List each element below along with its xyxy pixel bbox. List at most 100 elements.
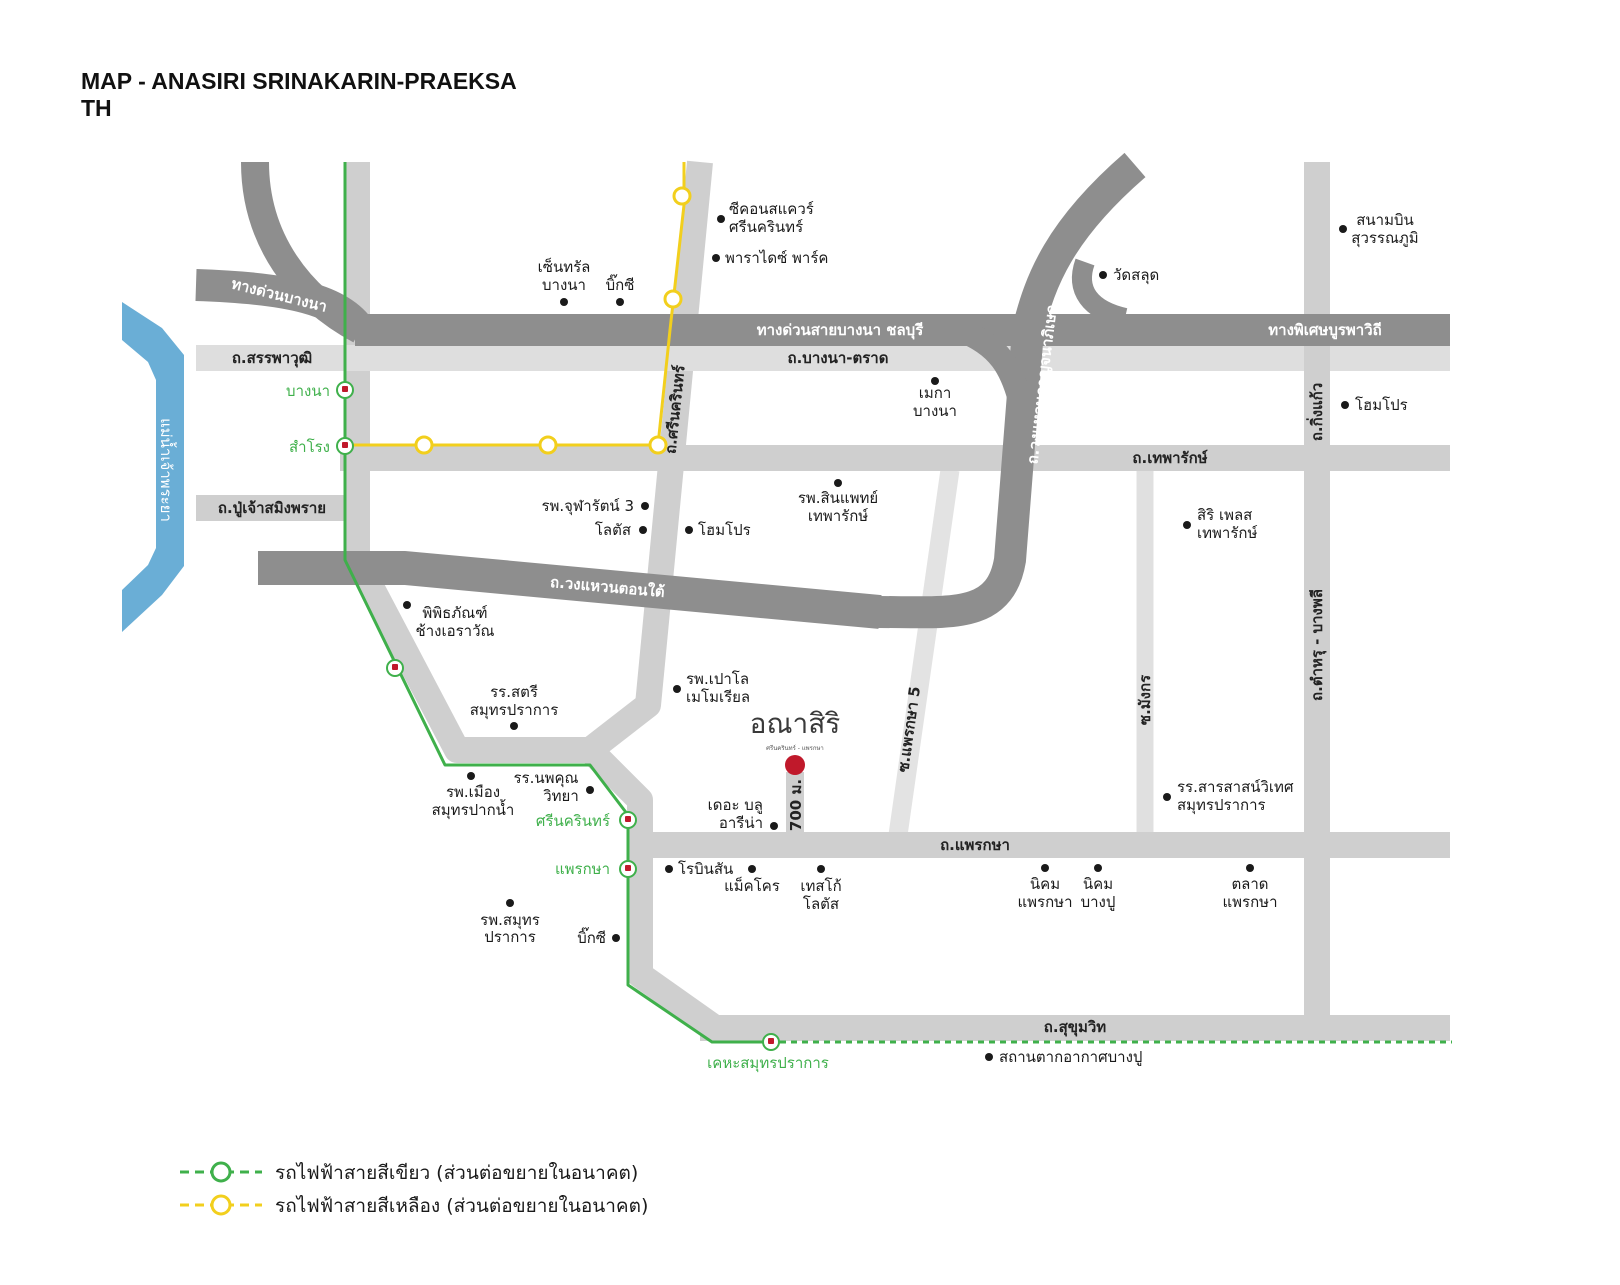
- poi-homepro-1: โฮมโปร: [1355, 396, 1408, 414]
- poi-satri-1: รร.สตรี: [490, 683, 538, 701]
- poi-dot: [616, 298, 624, 306]
- road-ring-south: [258, 551, 882, 629]
- poi-dot: [748, 865, 756, 873]
- train-glyphs: [342, 386, 774, 1044]
- poi-dot: [560, 298, 568, 306]
- poi-dot: [1041, 864, 1049, 872]
- poi-dot: [770, 822, 778, 830]
- poi-wat-salut: วัดสลุด: [1113, 266, 1159, 285]
- road-wat-curve: [1072, 258, 1128, 328]
- yellow-station-marker: [414, 435, 434, 455]
- poi-museum-1: พิพิธภัณฑ์: [422, 604, 487, 622]
- poi-muang-2: สมุทรปากน้ำ: [432, 799, 515, 820]
- poi-central-2: บางนา: [542, 276, 586, 294]
- poi-airport-1: สนามบิน: [1356, 211, 1414, 229]
- poi-noppakhun-2: วิทยา: [543, 787, 579, 805]
- poi-bigc-1: บิ๊กซี: [606, 274, 635, 294]
- poi-dot: [467, 772, 475, 780]
- legend-green-marker: [210, 1161, 232, 1183]
- legend: รถไฟฟ้าสายสีเขียว (ส่วนต่อขยายในอนาคต) ร…: [180, 1161, 648, 1217]
- poi-samut-hosp-2: ปราการ: [484, 928, 536, 946]
- yellow-station-marker: [648, 435, 668, 455]
- legend-yellow-text: รถไฟฟ้าสายสีเหลือง (ส่วนต่อขยายในอนาคต): [275, 1195, 648, 1217]
- poi-market-2: แพรกษา: [1222, 893, 1277, 911]
- poi-nikom1-2: แพรกษา: [1017, 893, 1072, 911]
- poi-sinphaet-1: รพ.สินแพทย์: [798, 489, 878, 507]
- poi-dot: [1183, 521, 1191, 529]
- poi-dot: [506, 899, 514, 907]
- train-glyph: [342, 442, 348, 448]
- poi-museum-2: ช้างเอราวัณ: [416, 622, 495, 640]
- legend-green-text: รถไฟฟ้าสายสีเขียว (ส่วนต่อขยายในอนาคต): [275, 1162, 638, 1184]
- map-title: MAP - ANASIRI SRINAKARIN-PRAEKSA TH: [81, 68, 517, 122]
- legend-yellow-marker: [210, 1194, 232, 1216]
- map-title-line2: TH: [81, 95, 112, 121]
- road-praeksa5: [888, 468, 960, 837]
- station-srinakarin: ศรีนครินทร์: [536, 812, 610, 830]
- poi-robinson: โรบินสัน: [678, 860, 733, 878]
- road-ring-join: [955, 318, 1032, 404]
- yellow-line: [345, 162, 686, 447]
- poi-dot: [817, 865, 825, 873]
- poi-dot: [712, 254, 720, 262]
- project-name: อณาสิริ: [750, 707, 841, 740]
- poi-dot: [985, 1053, 993, 1061]
- poi-nikom2-1: นิคม: [1083, 875, 1113, 893]
- poi-central-1: เซ็นทรัล: [538, 257, 591, 276]
- poi-dot: [834, 479, 842, 487]
- train-glyph: [625, 816, 631, 822]
- poi-mega-1: เมกา: [919, 384, 952, 402]
- poi-dot: [673, 685, 681, 693]
- poi-lotus-1: โลตัส: [595, 521, 631, 539]
- road-label-pu-chao: ถ.ปู่เจ้าสมิงพราย: [218, 499, 326, 518]
- road-label-sanphawut: ถ.สรรพาวุฒิ: [232, 349, 312, 368]
- road-label-praeksa: ถ.แพรกษา: [940, 836, 1010, 854]
- poi-dot: [1339, 225, 1347, 233]
- poi-sarasas-2: สมุทรปราการ: [1177, 796, 1266, 815]
- poi-siri-place-1: สิริ เพลส: [1197, 506, 1252, 524]
- project-subtitle: ศรีนครินทร์ - แพรกษา: [766, 744, 824, 752]
- road-srinakarin: [577, 160, 723, 1039]
- poi-dot: [685, 526, 693, 534]
- station-praeksa: แพรกษา: [555, 860, 610, 878]
- train-glyph: [342, 386, 348, 392]
- poi-dot: [612, 934, 620, 942]
- poi-dot: [717, 215, 725, 223]
- road-ring-outer: [877, 152, 1146, 629]
- poi-noppakhun-1: รร.นพคุณ: [514, 769, 579, 788]
- poi-dot: [1246, 864, 1254, 872]
- poi-blue-1: เดอะ บลู: [708, 796, 763, 814]
- poi-seacon-1: ซีคอนสแควร์: [729, 200, 814, 218]
- poi-dot: [1099, 271, 1107, 279]
- yellow-stations: [414, 186, 692, 455]
- poi-tesco-1: เทสโก้: [800, 877, 841, 895]
- road-north-curve: [241, 161, 367, 343]
- poi-mega-2: บางนา: [913, 402, 957, 420]
- distance-label: 700 ม.: [787, 779, 805, 831]
- road-label-king-kaew: ถ.กิ่งแก้ว: [1306, 383, 1326, 441]
- poi-seacon-2: ศรีนครินทร์: [729, 218, 803, 236]
- station-kheha: เคหะสมุทรปราการ: [707, 1054, 829, 1073]
- poi-dot: [586, 786, 594, 794]
- poi-dot: [403, 601, 411, 609]
- poi-market-1: ตลาด: [1231, 875, 1268, 893]
- poi-chularat: รพ.จุฬารัตน์ 3: [541, 497, 634, 516]
- poi-nikom1-1: นิคม: [1030, 875, 1060, 893]
- station-bangna: บางนา: [286, 382, 330, 400]
- poi-dot: [641, 502, 649, 510]
- poi-makro: แม็คโคร: [724, 876, 780, 895]
- yellow-station-marker: [672, 186, 692, 206]
- poi-siri-place-2: เทพารักษ์: [1197, 524, 1258, 542]
- poi-tesco-2: โลตัส: [803, 895, 839, 913]
- train-glyph: [625, 865, 631, 871]
- poi-muang-1: รพ.เมือง: [446, 783, 500, 801]
- road-label-sukhumvit: ถ.สุขุมวิท: [1044, 1018, 1107, 1037]
- road-label-theparak: ถ.เทพารักษ์: [1132, 449, 1207, 467]
- yellow-station-marker: [663, 289, 683, 309]
- project-location-pin: [785, 755, 805, 775]
- poi-weather-station: สถานตากอากาศบางปู: [999, 1048, 1142, 1066]
- poi-sarasas-1: รร.สารสาสน์วิเทศ: [1177, 778, 1294, 796]
- poi-dot: [1341, 401, 1349, 409]
- poi-dot: [639, 526, 647, 534]
